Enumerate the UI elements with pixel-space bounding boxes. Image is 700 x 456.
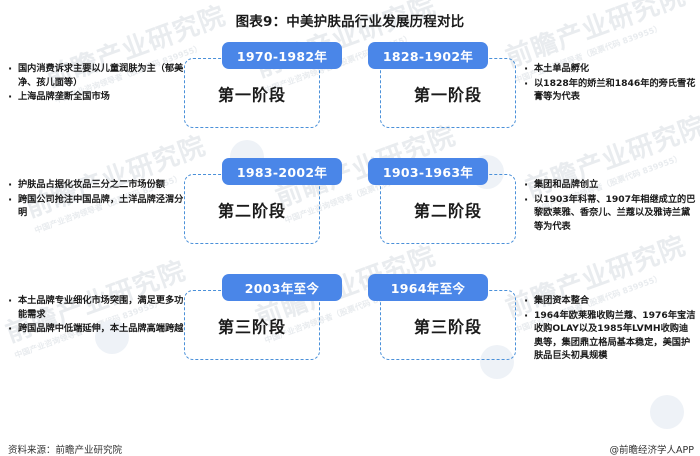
watermark-circle-icon [650,395,684,429]
note-text: 本土单品孵化 [534,63,590,74]
bullet-icon: · [524,178,529,191]
note-text: 集团资本整合 [534,295,590,306]
bullet-icon: · [8,178,13,191]
list-item: · 护肤品占据化妆品三分之二市场份额 [8,178,184,192]
list-item: · 集团资本整合 [524,294,696,308]
note-text: 本土品牌专业细化市场突围，满足更多功能需求 [18,295,184,320]
period-badge-china[interactable]: 1983-2002年 [222,158,342,185]
list-item: · 上海品牌垄断全国市场 [8,90,184,104]
period-badge-usa[interactable]: 1903-1963年 [368,158,488,185]
list-item: · 以1903年科蒂、1907年相继成立的巴黎欧莱雅、香奈儿、兰蔻以及雅诗兰黛等… [524,193,696,234]
bullet-icon: · [524,62,529,75]
note-text: 护肤品占据化妆品三分之二市场份额 [18,179,165,190]
list-item: · 本土单品孵化 [524,62,696,76]
period-badge-china[interactable]: 1970-1982年 [222,42,342,69]
bullet-icon: · [8,294,13,307]
note-text: 国内消费诉求主要以儿童润肤为主（郁美净、孩儿面等） [18,63,184,88]
bullet-icon: · [8,90,13,103]
list-item: · 以1828年的娇兰和1846年的旁氏雪花膏等为代表 [524,77,696,104]
usa-notes: · 本土单品孵化 · 以1828年的娇兰和1846年的旁氏雪花膏等为代表 [524,62,696,105]
app-credit-label: @前瞻经济学人APP [609,445,694,456]
timeline-rows: · 国内消费诉求主要以儿童润肤为主（郁美净、孩儿面等） · 上海品牌垄断全国市场… [0,36,700,384]
bullet-icon: · [524,294,529,307]
bullet-icon: · [8,192,13,206]
list-item: · 跨国品牌中低端延伸，本土品牌高端跨越 [8,322,184,336]
bullet-icon: · [524,192,529,206]
stage-label: 第三阶段 [217,317,286,337]
stage-label: 第二阶段 [217,201,286,221]
china-notes: · 国内消费诉求主要以儿童润肤为主（郁美净、孩儿面等） · 上海品牌垄断全国市场 [8,62,184,105]
stage-label: 第一阶段 [413,85,482,105]
source-label: 资料来源：前瞻产业研究院 [8,445,123,456]
list-item: · 国内消费诉求主要以儿童润肤为主（郁美净、孩儿面等） [8,62,184,89]
timeline-row: · 国内消费诉求主要以儿童润肤为主（郁美净、孩儿面等） · 上海品牌垄断全国市场… [0,36,700,152]
bullet-icon: · [524,76,529,90]
bullet-icon: · [524,308,529,322]
stage-label: 第三阶段 [413,317,482,337]
period-badge-usa[interactable]: 1828-1902年 [368,42,488,69]
timeline-row: · 护肤品占据化妆品三分之二市场份额 · 跨国公司抢注中国品牌，土洋品牌泾渭分明… [0,152,700,268]
list-item: · 跨国公司抢注中国品牌，土洋品牌泾渭分明 [8,193,184,220]
list-item: · 集团和品牌创立 [524,178,696,192]
page-title: 图表9：中美护肤品行业发展历程对比 [235,14,465,30]
note-text: 以1903年科蒂、1907年相继成立的巴黎欧莱雅、香奈儿、兰蔻以及雅诗兰黛等为代… [534,193,696,232]
stage-label: 第二阶段 [413,201,482,221]
china-notes: · 本土品牌专业细化市场突围，满足更多功能需求 · 跨国品牌中低端延伸，本土品牌… [8,294,184,337]
china-notes: · 护肤品占据化妆品三分之二市场份额 · 跨国公司抢注中国品牌，土洋品牌泾渭分明 [8,178,184,221]
usa-notes: · 集团和品牌创立 · 以1903年科蒂、1907年相继成立的巴黎欧莱雅、香奈儿… [524,178,696,234]
period-badge-usa[interactable]: 1964年至今 [368,274,488,301]
timeline-row: · 本土品牌专业细化市场突围，满足更多功能需求 · 跨国品牌中低端延伸，本土品牌… [0,268,700,384]
list-item: · 1964年欧莱雅收购兰蔻、1976年宝洁收购OLAY以及1985年LVMH收… [524,309,696,363]
note-text: 以1828年的娇兰和1846年的旁氏雪花膏等为代表 [534,77,696,103]
note-text: 上海品牌垄断全国市场 [18,91,110,102]
note-text: 集团和品牌创立 [534,179,599,190]
note-text: 跨国品牌中低端延伸，本土品牌高端跨越 [18,323,184,334]
stage-label: 第一阶段 [217,85,286,105]
note-text: 跨国公司抢注中国品牌，土洋品牌泾渭分明 [18,193,184,219]
usa-notes: · 集团资本整合 · 1964年欧莱雅收购兰蔻、1976年宝洁收购OLAY以及1… [524,294,696,364]
bullet-icon: · [8,62,13,75]
list-item: · 本土品牌专业细化市场突围，满足更多功能需求 [8,294,184,321]
period-badge-china[interactable]: 2003年至今 [222,274,342,301]
bullet-icon: · [8,322,13,335]
note-text: 1964年欧莱雅收购兰蔻、1976年宝洁收购OLAY以及1985年LVMH收购迪… [534,309,696,362]
